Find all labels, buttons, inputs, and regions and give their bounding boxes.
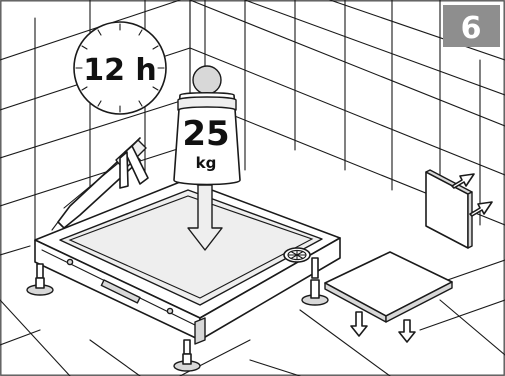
cure-time-label: 12 h bbox=[83, 53, 157, 88]
step-number: 6 bbox=[461, 11, 482, 46]
weight-value: 25 bbox=[182, 114, 229, 154]
drain-icon bbox=[284, 248, 310, 262]
floor-tile bbox=[325, 252, 452, 322]
weight-unit: kg bbox=[196, 154, 217, 172]
